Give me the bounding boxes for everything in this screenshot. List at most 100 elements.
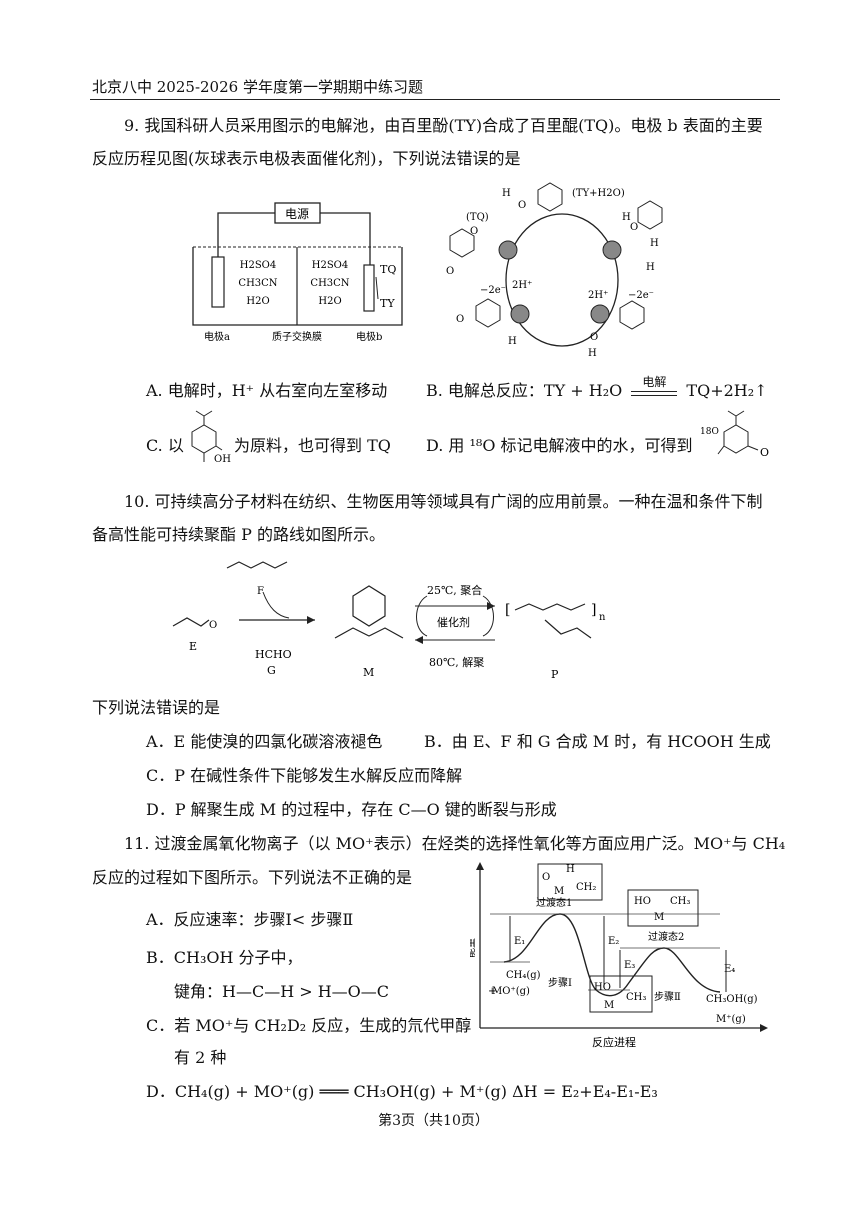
q9-option-c-pre: C. 以 [146, 436, 184, 455]
polyester-synthesis-scheme: O E F HCHO G M 25℃, 聚合 催化剂 80℃, 解聚 [ ] n… [172, 561, 606, 681]
ty-label: TY [380, 297, 395, 310]
e4-label: E₄ [724, 964, 735, 975]
cycle-tq-label: (TQ) [466, 212, 489, 223]
svg-text:H: H [588, 348, 597, 359]
svg-text:[: [ [505, 602, 510, 618]
q11-option-b-line2: 键角：H—C—H > H—O—C [174, 982, 390, 1001]
q11-stem-line2: 反应的过程如下图所示。下列说法不正确的是 [92, 868, 413, 887]
q9-option-b-condition: 电解 [631, 375, 678, 396]
ts1-o: O [542, 872, 550, 883]
monomer-m-label: M [363, 666, 374, 679]
compound-g-formula: HCHO [255, 648, 292, 661]
svg-text:]: ] [591, 602, 596, 618]
thymol-structure: OH [191, 410, 231, 465]
product-m: M⁺(g) [716, 1014, 746, 1025]
svg-text:O: O [760, 446, 769, 459]
q10-option-c: C．P 在碱性条件下能够发生水解反应而降解 [146, 766, 463, 785]
q11-option-a: A．反应速率：步骤Ⅰ< 步骤Ⅱ [146, 910, 354, 929]
svg-text:H: H [508, 336, 517, 347]
svg-text:H: H [650, 238, 659, 249]
power-label: 电源 [285, 207, 309, 221]
electrolytic-cell-diagram: 电源 H2SO4 CH3CN H2O H2SO4 CH3CN H2O TQ TY… [192, 202, 403, 343]
energy-profile-diagram: 能量 反应进程 E₁ E₂ E₃ E₄ 过渡态1 过渡态2 CH₄(g) MO⁺… [470, 862, 768, 1049]
e3-label: E₃ [624, 960, 635, 971]
q9-option-b-post: TQ+2H₂↑ [686, 381, 768, 400]
cycle-right-protons: 2H⁺ [588, 290, 608, 301]
svg-text:H: H [502, 188, 511, 199]
q9-option-c-post: 为原料，也可得到 TQ [234, 436, 391, 455]
q11-option-c-line2: 有 2 种 [174, 1048, 227, 1067]
q11-stem-line1: 11. 过渡金属氧化物离子（以 MO⁺表示）在烃类的选择性氧化等方面应用广泛。M… [124, 834, 786, 853]
right-solution-3: H2O [318, 296, 341, 307]
compound-f-label: F [257, 586, 264, 597]
ts1-ch2: CH₂ [576, 882, 596, 893]
svg-text:O: O [446, 266, 454, 277]
intermediate-m: M [604, 1000, 614, 1011]
svg-text:O: O [518, 200, 526, 211]
electrode-a-label: 电极a [204, 330, 230, 343]
cycle-ty-h2o-label: (TY+H2O) [572, 188, 625, 199]
q9-stem-line1: 9. 我国科研人员采用图示的电解池，由百里酚(TY)合成了百里醌(TQ)。电极 … [124, 116, 763, 135]
product-ch3oh: CH₃OH(g) [706, 994, 758, 1005]
cycle-right-electrons: −2e⁻ [628, 290, 654, 301]
transition-state-1-label: 过渡态1 [536, 896, 572, 909]
q9-option-b-pre: B. 电解总反应：TY + H₂O [426, 381, 623, 400]
membrane-label: 质子交换膜 [272, 330, 322, 343]
ts1-h: H [566, 864, 575, 875]
polymerization-condition: 25℃, 聚合 [427, 583, 482, 597]
svg-text:H: H [646, 262, 655, 273]
q9-option-a: A. 电解时，H⁺ 从右室向左室移动 [146, 381, 388, 400]
svg-text:O: O [630, 222, 638, 233]
q9-stem-line2: 反应历程见图(灰球表示电极表面催化剂)，下列说法错误的是 [92, 149, 521, 168]
compound-e-label: E [189, 640, 197, 653]
e2-label: E₂ [608, 936, 619, 947]
thymol-oh: OH [214, 454, 231, 465]
step-1-label: 步骤Ⅰ [548, 977, 572, 989]
polymer-repeat-n: n [599, 612, 606, 623]
x-axis-label: 反应进程 [592, 1035, 636, 1049]
left-solution-2: CH3CN [238, 278, 277, 289]
ts1-m: M [554, 886, 564, 897]
ts2-m: M [654, 912, 664, 923]
step-2-label: 步骤Ⅱ [654, 991, 681, 1003]
cycle-left-protons: 2H⁺ [512, 280, 532, 291]
electrode-b-label: 电极b [356, 330, 382, 343]
labeled-quinone-structure: 18O O [700, 410, 769, 459]
intermediate-ch3: CH₃ [626, 992, 646, 1003]
q9-option-b: B. 电解总反应：TY + H₂O 电解 TQ+2H₂↑ [426, 375, 768, 401]
svg-text:O: O [456, 314, 464, 325]
y-axis-label: 能量 [470, 938, 477, 958]
ts2-ch3: CH₃ [670, 896, 690, 907]
transition-state-2-label: 过渡态2 [648, 930, 684, 943]
q10-option-a: A．E 能使溴的四氯化碳溶液褪色 [146, 732, 383, 751]
page-header: 北京八中 2025-2026 学年度第一学期期中练习题 [92, 78, 423, 96]
q10-option-b: B．由 E、F 和 G 合成 M 时，有 HCOOH 生成 [424, 732, 771, 751]
e1-label: E₁ [514, 936, 525, 947]
o18-label: 18O [700, 427, 719, 437]
q10-lead: 下列说法错误的是 [92, 698, 221, 717]
q11-option-b-line1: B．CH₃OH 分子中， [146, 948, 303, 967]
right-solution-1: H2SO4 [312, 260, 349, 271]
ts2-ho: HO [634, 896, 651, 907]
q11-option-d: D．CH₄(g) + MO⁺(g) ═══ CH₃OH(g) + M⁺(g) Δ… [146, 1082, 658, 1101]
right-solution-2: CH3CN [310, 278, 349, 289]
left-solution-3: H2O [246, 296, 269, 307]
page-footer: 第3页（共10页） [378, 1113, 489, 1129]
svg-text:O: O [590, 332, 598, 343]
reactant-plus: + [488, 986, 496, 997]
tq-label: TQ [380, 263, 396, 276]
svg-text:O: O [470, 226, 478, 237]
svg-text:O: O [209, 620, 217, 631]
q10-stem-line2: 备高性能可持续聚酯 P 的路线如图所示。 [92, 525, 385, 544]
cycle-left-electrons: −2e⁻ [480, 285, 506, 296]
q10-stem-line1: 10. 可持续高分子材料在纺织、生物医用等领域具有广阔的应用前景。一种在温和条件… [124, 492, 763, 511]
reactant-ch4: CH₄(g) [506, 970, 541, 981]
left-solution-1: H2SO4 [240, 260, 277, 271]
compound-g-label: G [267, 664, 276, 677]
polymer-p-label: P [551, 668, 559, 681]
header-divider [90, 99, 780, 100]
q10-option-d: D．P 解聚生成 M 的过程中，存在 C—O 键的断裂与形成 [146, 800, 557, 819]
reaction-cycle-diagram: H O O O H O H H O H O H (TQ) (TY+H2O) −2… [446, 182, 663, 359]
q11-option-c-line1: C．若 MO⁺与 CH₂D₂ 反应，生成的氘代甲醇 [146, 1016, 472, 1035]
